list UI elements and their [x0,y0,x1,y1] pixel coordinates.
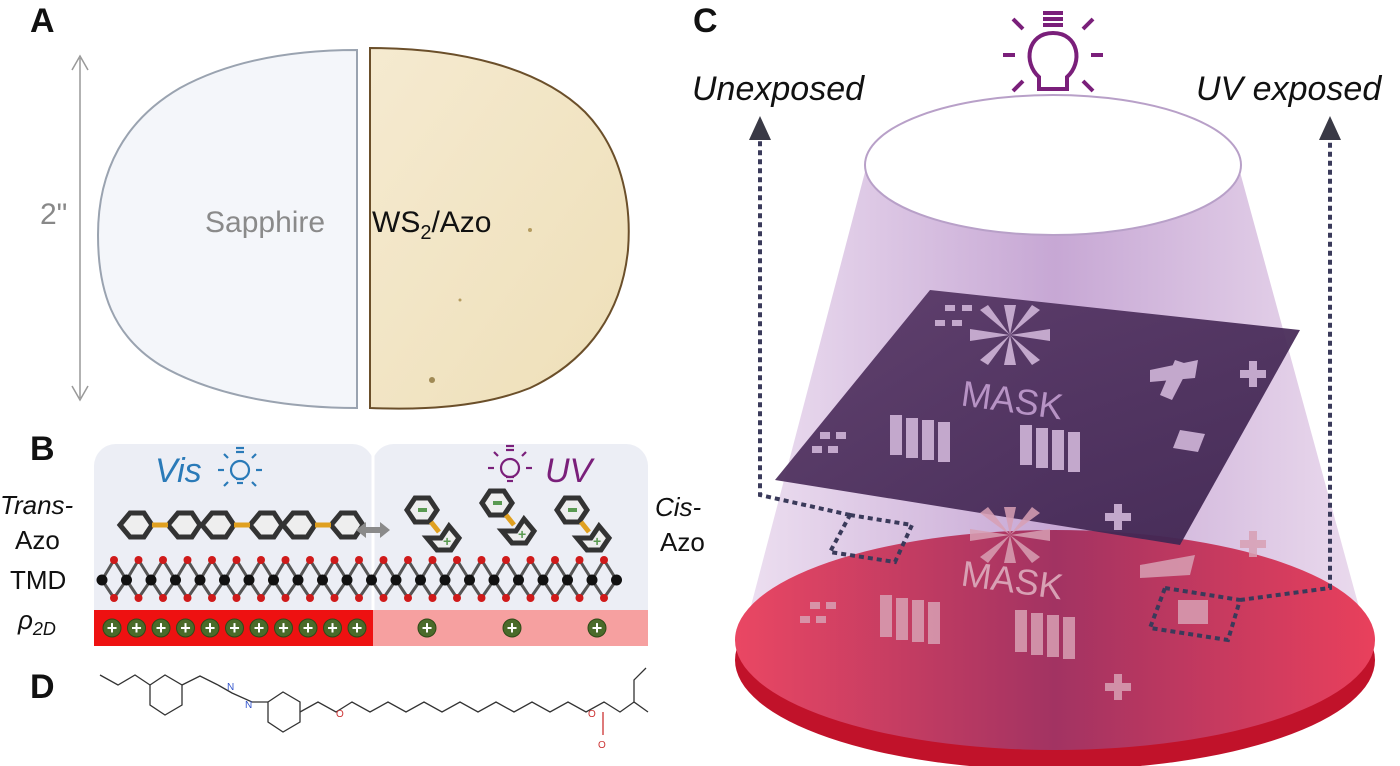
uv-exposed-label: UV exposed [1196,70,1382,108]
svg-text:+: + [592,618,603,638]
svg-text:O: O [598,740,606,751]
ws2-label-tail: /Azo [431,206,492,239]
projected-pattern [800,507,1266,700]
svg-text:+: + [443,533,451,549]
svg-text:+: + [107,618,118,638]
charge-density-label: ρ2D [18,605,56,640]
svg-text:+: + [352,618,363,638]
cis-azo-molecules: + + + [403,488,613,553]
unexposed-up-arrow-icon [749,116,771,140]
plus-charge-icons-high: + + + + + + + + + + + [102,618,367,638]
ws2-label-sub: 2 [420,222,432,244]
wafer-size-label: 2" [40,198,68,231]
plus-charge-icons-low: + + + [417,618,607,638]
panel-b-letter: B [30,430,55,468]
uv-exposed-up-arrow-icon [1319,116,1341,140]
plus-charge-icon [347,618,367,638]
svg-text:+: + [205,618,216,638]
plus-charge-icon [249,618,269,638]
plus-charge-icon [323,618,342,638]
light-source-ellipse [864,94,1242,236]
plus-charge-icon [502,618,522,638]
cis-label: Cis- [655,492,702,522]
panel-c-letter: C [693,2,718,40]
unexposed-label: Unexposed [692,70,865,108]
isomerization-double-arrow-icon [356,522,390,538]
trans-azo-molecules [116,510,367,540]
svg-text:+: + [518,526,526,542]
size-double-arrow-icon [71,54,89,402]
svg-text:+: + [278,618,289,638]
uv-label: UV [545,452,593,490]
vis-lightbulb-icon [218,446,262,487]
plus-charge-icon [225,618,244,638]
panel-a-letter: A [30,2,55,40]
unexposed-region-marker [758,138,915,565]
azo-monomer-structure [99,667,649,735]
plus-charge-icon [176,618,195,638]
ws2-label-main: WS [372,206,421,239]
svg-text:+: + [180,618,191,638]
sapphire-label: Sapphire [205,206,326,239]
rho-symbol: ρ [18,605,33,635]
svg-text:+: + [303,618,314,638]
svg-text:O: O [588,709,596,720]
plus-charge-icon [274,618,293,638]
plus-charge-icon [200,618,220,638]
plus-charge-icon [127,618,146,638]
uv-source-lightbulb-icon [1003,11,1103,93]
svg-text:+: + [507,618,518,638]
plus-charge-icon [298,618,318,638]
panel-d-letter: D [30,668,55,706]
uv-exposed-region-marker [1147,138,1332,643]
cis-azo-label: Azo [660,527,705,557]
plus-charge-icon [151,618,171,638]
svg-text:+: + [131,618,142,638]
svg-text:N: N [227,682,234,693]
plus-charge-icon [102,618,122,638]
photo-mask-plate [775,290,1300,545]
trans-label: Trans- [0,490,74,520]
svg-text:+: + [229,618,240,638]
vis-label: Vis [155,452,202,490]
tmd-lattice [96,556,622,602]
svg-text:O: O [336,709,344,720]
rho-subscript: 2D [32,619,56,640]
svg-text:N: N [245,700,252,711]
svg-text:+: + [156,618,167,638]
svg-text:+: + [422,618,433,638]
svg-text:+: + [593,533,601,549]
ws2-azo-label: WS2/Azo [372,206,491,245]
svg-text:+: + [327,618,338,638]
plus-charge-icon [417,618,437,638]
uv-lightbulb-icon [488,444,532,483]
trans-azo-label: Azo [15,525,60,555]
svg-text:+: + [254,618,265,638]
ws2-azo-half-wafer [369,46,630,410]
tmd-label: TMD [10,565,67,595]
sapphire-half-wafer [96,48,358,410]
plus-charge-icon [587,618,607,638]
mask-pattern [812,305,1266,530]
